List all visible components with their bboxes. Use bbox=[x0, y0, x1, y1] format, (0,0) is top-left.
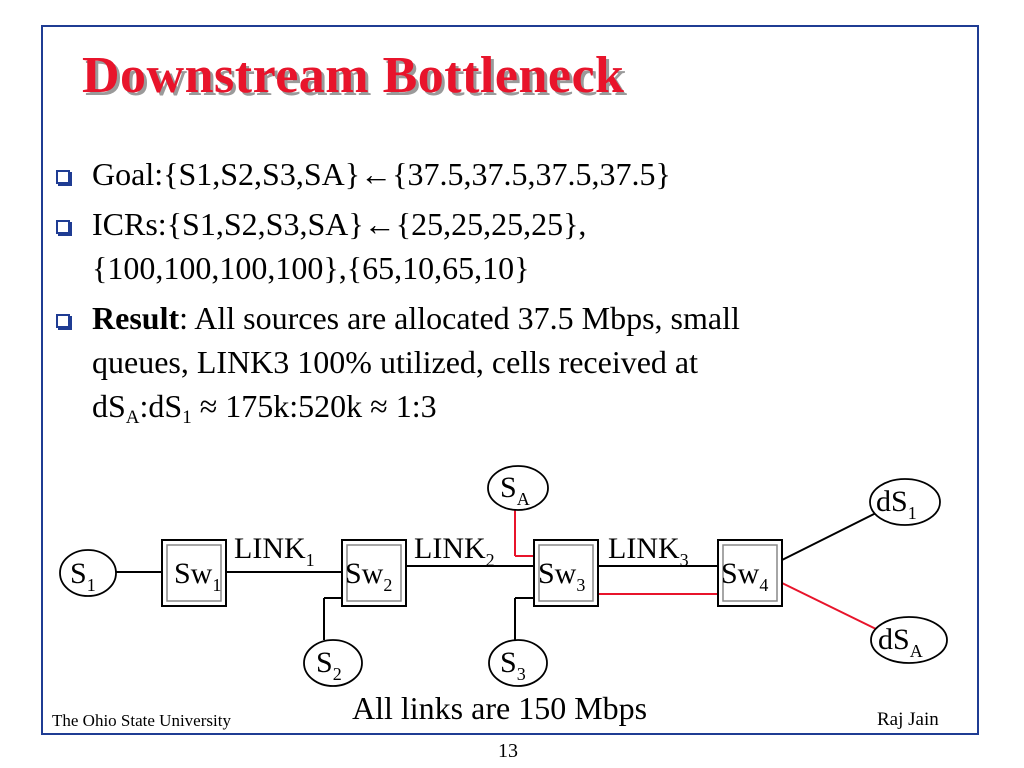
bullet-icrs: ICRs:{S1,S2,S3,SA}←{25,25,25,25}, {100,1… bbox=[52, 202, 952, 290]
diagram-caption: All links are 150 Mbps bbox=[352, 690, 648, 726]
source-s1-label: S bbox=[70, 557, 87, 590]
result-line1-rest: : All sources are allocated 37.5 Mbps, s… bbox=[179, 300, 740, 336]
source-s3-label: S bbox=[500, 646, 517, 679]
svg-text:S3: S3 bbox=[500, 646, 526, 684]
switch-1-label: Sw bbox=[174, 557, 213, 590]
square-bullet-icon bbox=[56, 314, 70, 328]
destination-ds1-sub: 1 bbox=[908, 503, 917, 523]
destination-dsa: dSA bbox=[870, 616, 948, 664]
source-sa-sub: A bbox=[517, 489, 530, 509]
switch-3-label: Sw bbox=[538, 557, 577, 590]
source-s3-sub: 3 bbox=[517, 664, 526, 684]
slide-frame bbox=[41, 25, 979, 735]
switch-1-sub: 1 bbox=[212, 575, 221, 595]
page-number: 13 bbox=[498, 740, 518, 762]
switch-2-label: Sw bbox=[345, 557, 384, 590]
svg-text:Sw1: Sw1 bbox=[174, 557, 221, 595]
svg-text:S2: S2 bbox=[316, 646, 342, 684]
result-label: Result bbox=[92, 300, 180, 336]
destination-dsa-sub: A bbox=[910, 641, 923, 661]
source-sa: SA bbox=[487, 465, 549, 511]
source-s3: S3 bbox=[488, 639, 548, 687]
result-line3: dSA:dS1 ≈ 175k:520k ≈ 1:3 bbox=[92, 384, 952, 440]
edge-sw4-dsa bbox=[781, 582, 877, 630]
switch-4-sub: 4 bbox=[759, 575, 768, 595]
source-s2-sub: 2 bbox=[333, 664, 342, 684]
square-bullet-icon bbox=[56, 170, 70, 184]
goal-text: Goal:{S1,S2,S3,SA}←{37.5,37.5,37.5,37.5} bbox=[92, 156, 671, 192]
icrs-text-line1: ICRs:{S1,S2,S3,SA}←{25,25,25,25}, bbox=[92, 206, 587, 242]
switch-3: Sw3 bbox=[533, 539, 599, 607]
source-s2-label: S bbox=[316, 646, 333, 679]
source-s1-sub: 1 bbox=[87, 575, 96, 595]
destination-dsa-label: dS bbox=[878, 623, 910, 656]
ratio-sub-a: A bbox=[125, 407, 140, 428]
footer-author: Raj Jain bbox=[877, 709, 939, 730]
bullet-result: Result: All sources are allocated 37.5 M… bbox=[52, 296, 952, 440]
destination-ds1: dS1 bbox=[869, 478, 941, 526]
svg-text:Sw2: Sw2 bbox=[345, 557, 392, 595]
switch-4: Sw4 bbox=[717, 539, 783, 607]
svg-text:dSA: dSA bbox=[878, 623, 923, 661]
svg-text:S1: S1 bbox=[70, 557, 96, 595]
icrs-text-line2: {100,100,100,100},{65,10,65,10} bbox=[92, 250, 530, 286]
switch-3-sub: 3 bbox=[576, 575, 585, 595]
svg-text:dS1: dS1 bbox=[876, 485, 917, 523]
switch-4-label: Sw bbox=[721, 557, 760, 590]
ratio-sub-1: 1 bbox=[182, 407, 192, 428]
switch-2: Sw2 bbox=[341, 539, 407, 607]
link-2-label: LINK2 bbox=[414, 532, 495, 570]
slide-title: Downstream Bottleneck bbox=[82, 47, 625, 104]
source-sa-label: S bbox=[500, 471, 517, 504]
bullet-goal: Goal:{S1,S2,S3,SA}←{37.5,37.5,37.5,37.5} bbox=[52, 152, 952, 196]
source-s1: S1 bbox=[59, 549, 117, 597]
destination-ds1-label: dS bbox=[876, 485, 908, 518]
svg-text:Sw4: Sw4 bbox=[721, 557, 768, 595]
result-line2: queues, LINK3 100% utilized, cells recei… bbox=[92, 344, 698, 380]
svg-text:Sw3: Sw3 bbox=[538, 557, 585, 595]
link-3-label: LINK3 bbox=[608, 532, 689, 570]
link-1-label: LINK1 bbox=[234, 532, 315, 570]
source-s2: S2 bbox=[303, 639, 363, 687]
square-bullet-icon bbox=[56, 220, 70, 234]
svg-text:SA: SA bbox=[500, 471, 530, 509]
edge-sw4-ds1 bbox=[781, 512, 877, 561]
ratio-values: ≈ 175k:520k ≈ 1:3 bbox=[191, 388, 437, 424]
ratio-ds-mid: :dS bbox=[139, 388, 183, 424]
result-line1: Result: All sources are allocated 37.5 M… bbox=[92, 296, 952, 340]
switch-2-sub: 2 bbox=[383, 575, 392, 595]
bullet-list: Goal:{S1,S2,S3,SA}←{37.5,37.5,37.5,37.5}… bbox=[52, 152, 952, 446]
ratio-ds-prefix: dS bbox=[92, 388, 126, 424]
footer-university: The Ohio State University bbox=[52, 711, 231, 730]
switch-1: Sw1 bbox=[161, 539, 227, 607]
